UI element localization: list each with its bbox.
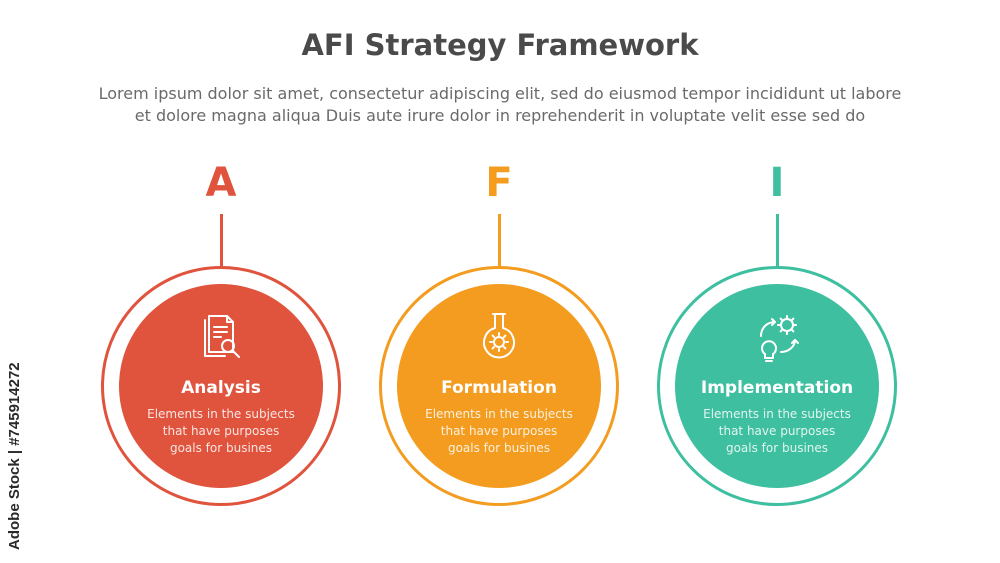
step-description-line: that have purposes bbox=[162, 424, 280, 438]
step-description-line: goals for busines bbox=[447, 441, 551, 455]
watermark-text: Adobe Stock | #745914272 bbox=[6, 362, 23, 550]
step-formulation: F Formulation Elements in the subjects t… bbox=[379, 0, 619, 563]
step-analysis: A Analysis Elements in the subjects that… bbox=[101, 0, 341, 563]
step-description: Elements in the subjects that have purpo… bbox=[687, 406, 867, 457]
step-description: Elements in the subjects that have purpo… bbox=[131, 406, 311, 457]
step-description-line: goals for busines bbox=[169, 441, 273, 455]
outer-ring bbox=[379, 266, 619, 506]
subtitle-line-1: Lorem ipsum dolor sit amet, consectetur … bbox=[98, 84, 902, 103]
step-description-line: Elements in the subjects bbox=[147, 407, 295, 421]
step-description-line: that have purposes bbox=[440, 424, 558, 438]
page-title: AFI Strategy Framework bbox=[301, 28, 699, 62]
step-circle bbox=[397, 284, 601, 488]
page-subtitle: Lorem ipsum dolor sit amet, consectetur … bbox=[40, 83, 960, 127]
outer-ring bbox=[101, 266, 341, 506]
step-letter: F bbox=[485, 160, 513, 206]
idea-gear-cycle-icon bbox=[747, 308, 807, 368]
step-description-line: that have purposes bbox=[718, 424, 836, 438]
step-implementation: I Implementation Elements in the subject… bbox=[657, 0, 897, 563]
document-search-icon bbox=[191, 308, 251, 368]
step-title: Implementation bbox=[700, 378, 854, 398]
connector-line bbox=[776, 214, 779, 268]
step-circle bbox=[119, 284, 323, 488]
step-description-line: Elements in the subjects bbox=[703, 407, 851, 421]
step-description: Elements in the subjects that have purpo… bbox=[409, 406, 589, 457]
step-letter: I bbox=[769, 160, 785, 206]
step-circle bbox=[675, 284, 879, 488]
step-title: Formulation bbox=[441, 378, 557, 398]
stock-watermark: Adobe Stock | #745914272 bbox=[6, 320, 32, 550]
step-description-line: Elements in the subjects bbox=[425, 407, 573, 421]
step-title: Analysis bbox=[181, 378, 261, 398]
step-letter: A bbox=[205, 160, 237, 206]
subtitle-line-2: et dolore magna aliqua Duis aute irure d… bbox=[134, 106, 866, 125]
outer-ring bbox=[657, 266, 897, 506]
connector-line bbox=[498, 214, 501, 268]
connector-line bbox=[220, 214, 223, 268]
step-description-line: goals for busines bbox=[725, 441, 829, 455]
flask-gear-icon bbox=[469, 308, 529, 368]
